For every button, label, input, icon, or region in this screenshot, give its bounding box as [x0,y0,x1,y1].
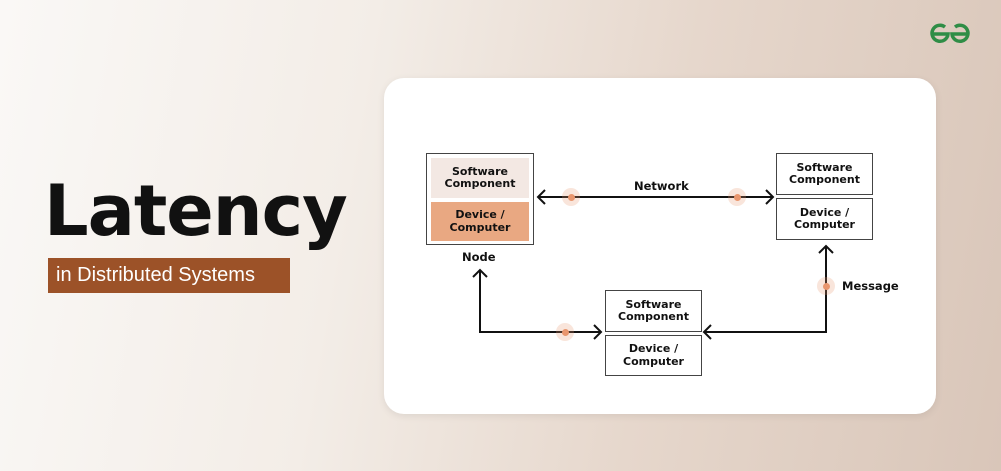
network-label: Network [634,179,689,193]
node-right-software: Software Component [776,153,873,195]
node-label: Node [462,250,496,264]
node-right-device: Device / Computer [776,198,873,240]
node-left-device: Device / Computer [431,202,529,241]
message-dot-icon [556,323,574,341]
node-bottom-software: Software Component [605,290,702,332]
message-dot-icon [817,277,835,295]
bottom-to-right-arrow [704,246,827,333]
message-dot-icon [562,188,580,206]
page-title: Latency [44,170,348,252]
node-left-software: Software Component [431,158,529,198]
node-bottom-device: Device / Computer [605,335,702,376]
message-dot-icon [728,188,746,206]
message-label: Message [842,279,899,293]
page-subtitle: in Distributed Systems [48,258,290,293]
node-to-bottom-arrow [479,270,601,333]
gfg-logo [930,23,970,44]
